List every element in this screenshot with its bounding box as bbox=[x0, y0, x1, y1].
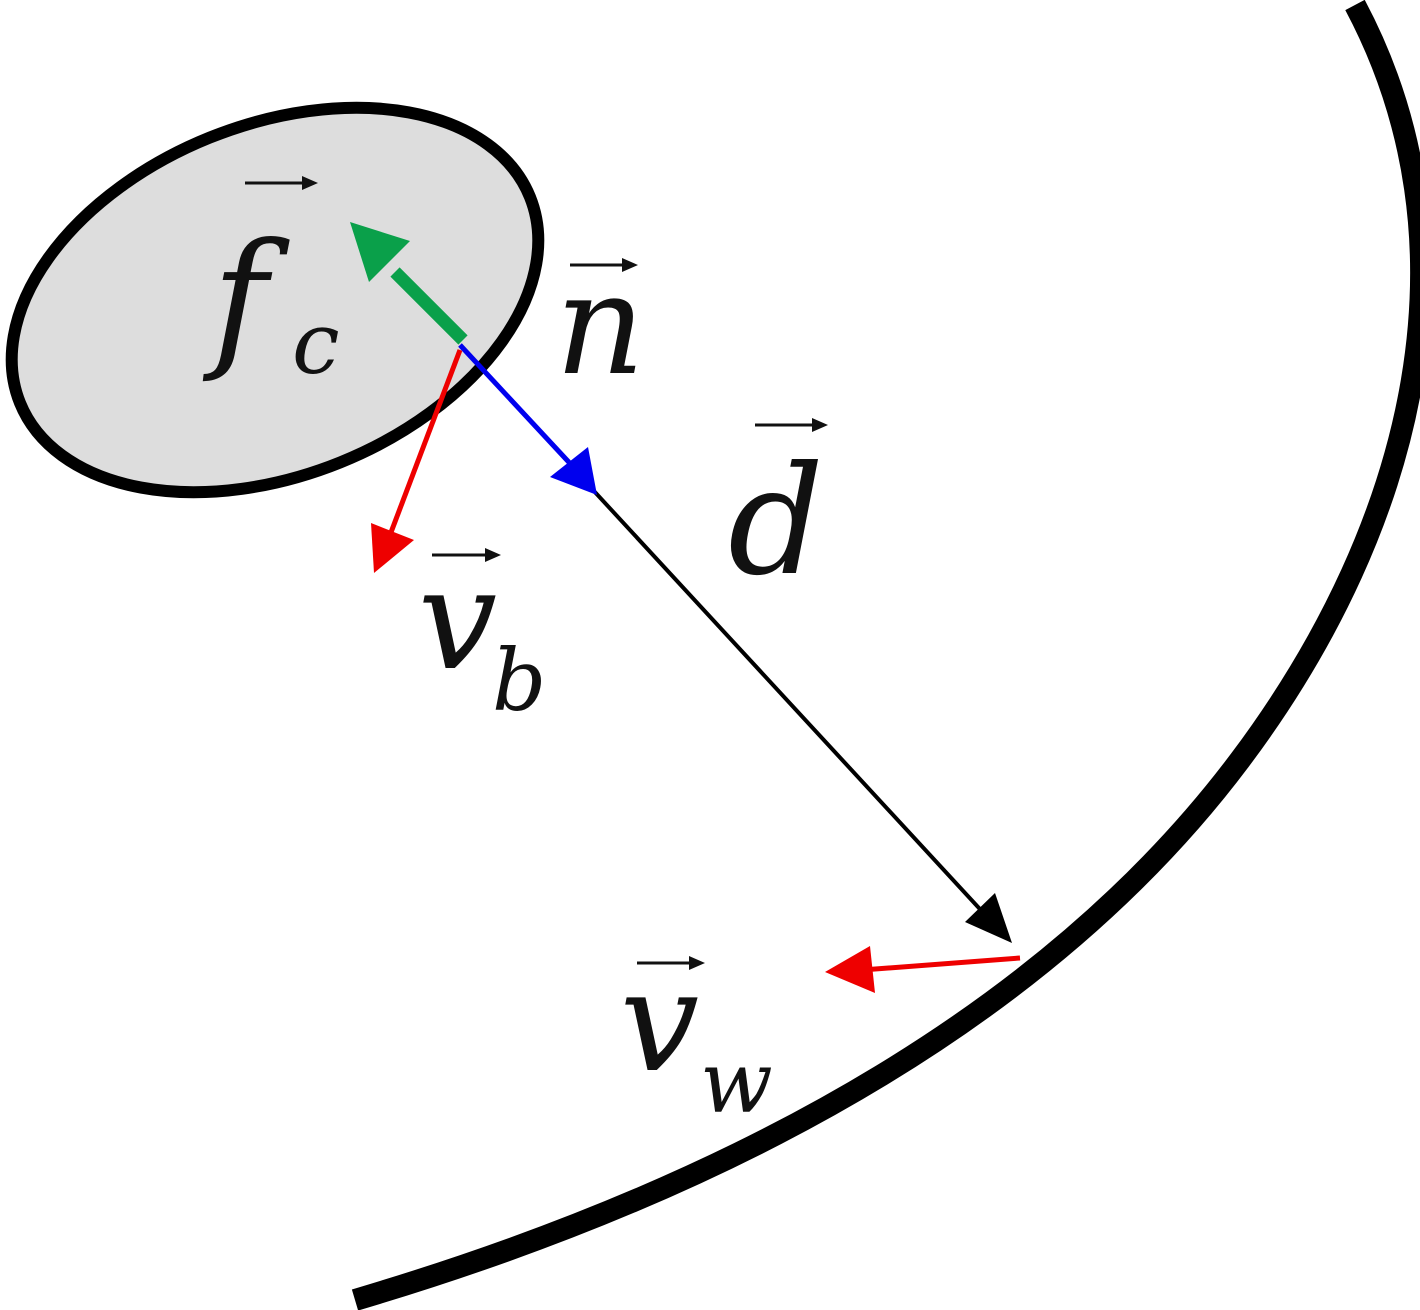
svg-text:d: d bbox=[728, 435, 824, 609]
label-normal: n bbox=[555, 244, 645, 407]
normal-arrow bbox=[458, 343, 597, 495]
svg-text:v: v bbox=[620, 941, 699, 1104]
svg-text:v: v bbox=[418, 539, 497, 702]
body-ellipse bbox=[5, 101, 545, 499]
contact-force-arrow bbox=[350, 222, 468, 345]
svg-text:c: c bbox=[292, 295, 340, 394]
svg-text:n: n bbox=[555, 244, 645, 407]
distance-arrow bbox=[591, 488, 1012, 943]
wall-boundary bbox=[351, 0, 1420, 1310]
wall-velocity-arrow bbox=[825, 946, 1021, 993]
label-distance: d bbox=[728, 418, 828, 609]
label-wall-velocity: v w bbox=[620, 941, 773, 1133]
label-body-velocity: v b bbox=[418, 539, 546, 731]
body-velocity-arrow bbox=[371, 349, 463, 573]
svg-text:w: w bbox=[700, 1034, 773, 1133]
svg-text:b: b bbox=[492, 632, 546, 731]
